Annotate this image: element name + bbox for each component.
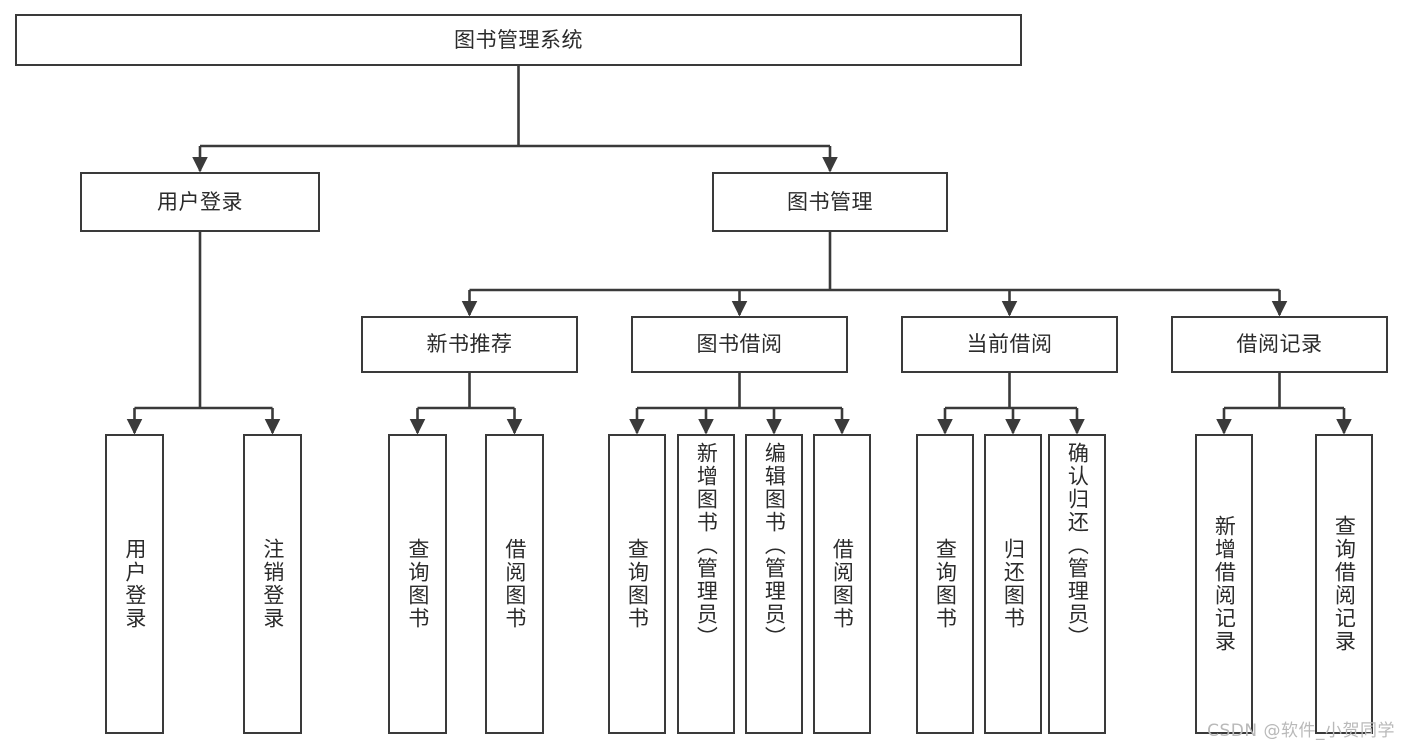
node-book-borrow[interactable]: 图书借阅 xyxy=(631,316,848,373)
watermark-label: CSDN @软件_小贺同学 xyxy=(1207,721,1395,741)
node-leaf-query-book-1[interactable]: 查询图书 xyxy=(388,434,447,734)
node-leaf-logout[interactable]: 注销登录 xyxy=(243,434,302,734)
node-label: 当前借阅 xyxy=(966,332,1053,357)
node-label: 用户登录 xyxy=(122,538,147,630)
node-label: 归还图书 xyxy=(1001,538,1026,630)
node-leaf-borrow-book-2[interactable]: 借阅图书 xyxy=(813,434,871,734)
node-leaf-query-book-3[interactable]: 查询图书 xyxy=(916,434,974,734)
node-leaf-add-book[interactable]: 新增图书（管理员） xyxy=(677,434,735,734)
node-leaf-query-book-2[interactable]: 查询图书 xyxy=(608,434,666,734)
node-leaf-add-record[interactable]: 新增借阅记录 xyxy=(1195,434,1253,734)
node-label: 新增借阅记录 xyxy=(1212,515,1237,653)
node-user-login[interactable]: 用户登录 xyxy=(80,172,320,232)
node-book-manage[interactable]: 图书管理 xyxy=(712,172,948,232)
node-label: 图书管理系统 xyxy=(454,27,583,52)
node-label: 用户登录 xyxy=(157,189,243,214)
node-label: 查询图书 xyxy=(933,538,958,630)
node-label: 确认归还（管理员） xyxy=(1065,442,1090,649)
node-leaf-borrow-book-1[interactable]: 借阅图书 xyxy=(485,434,544,734)
node-label: 新增图书（管理员） xyxy=(694,442,719,649)
node-label: 注销登录 xyxy=(260,538,285,630)
node-label: 图书借阅 xyxy=(696,332,783,357)
node-leaf-edit-book[interactable]: 编辑图书（管理员） xyxy=(745,434,803,734)
node-label: 编辑图书（管理员） xyxy=(762,442,787,649)
node-label: 借阅图书 xyxy=(502,538,527,630)
node-label: 图书管理 xyxy=(787,189,873,214)
node-root[interactable]: 图书管理系统 xyxy=(15,14,1022,66)
node-label: 新书推荐 xyxy=(426,332,513,357)
node-label: 查询图书 xyxy=(405,538,430,630)
node-label: 查询借阅记录 xyxy=(1332,515,1357,653)
node-borrow-record[interactable]: 借阅记录 xyxy=(1171,316,1388,373)
node-leaf-confirm-return[interactable]: 确认归还（管理员） xyxy=(1048,434,1106,734)
node-new-book-rec[interactable]: 新书推荐 xyxy=(361,316,578,373)
node-label: 查询图书 xyxy=(625,538,650,630)
node-current-borrow[interactable]: 当前借阅 xyxy=(901,316,1118,373)
node-label: 借阅图书 xyxy=(830,538,855,630)
node-leaf-query-record[interactable]: 查询借阅记录 xyxy=(1315,434,1373,734)
node-label: 借阅记录 xyxy=(1236,332,1323,357)
node-leaf-return-book[interactable]: 归还图书 xyxy=(984,434,1042,734)
node-leaf-user-login[interactable]: 用户登录 xyxy=(105,434,164,734)
